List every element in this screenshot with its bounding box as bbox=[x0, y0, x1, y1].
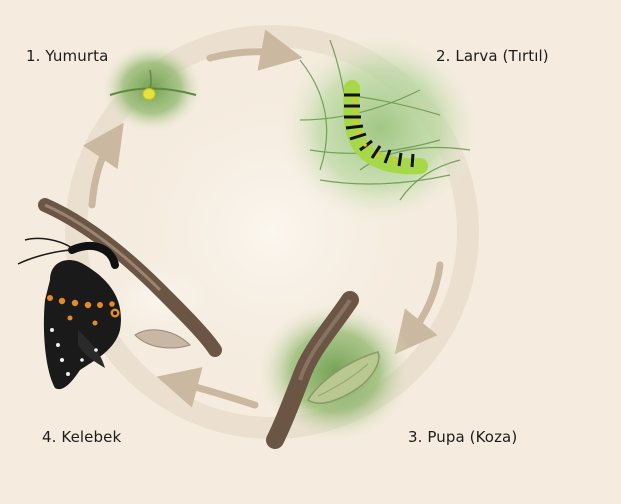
pupa-stage-image bbox=[255, 300, 415, 444]
egg-icon bbox=[143, 89, 155, 100]
stage-label-pupa: 3. Pupa (Koza) bbox=[408, 428, 517, 446]
egg-stage-image bbox=[100, 42, 204, 134]
arrow-egg-to-larva bbox=[210, 52, 282, 58]
stage-label-egg: 1. Yumurta bbox=[26, 47, 108, 65]
stage-label-larva: 2. Larva (Tırtıl) bbox=[436, 47, 549, 65]
stage-label-butterfly: 4. Kelebek bbox=[42, 428, 121, 446]
